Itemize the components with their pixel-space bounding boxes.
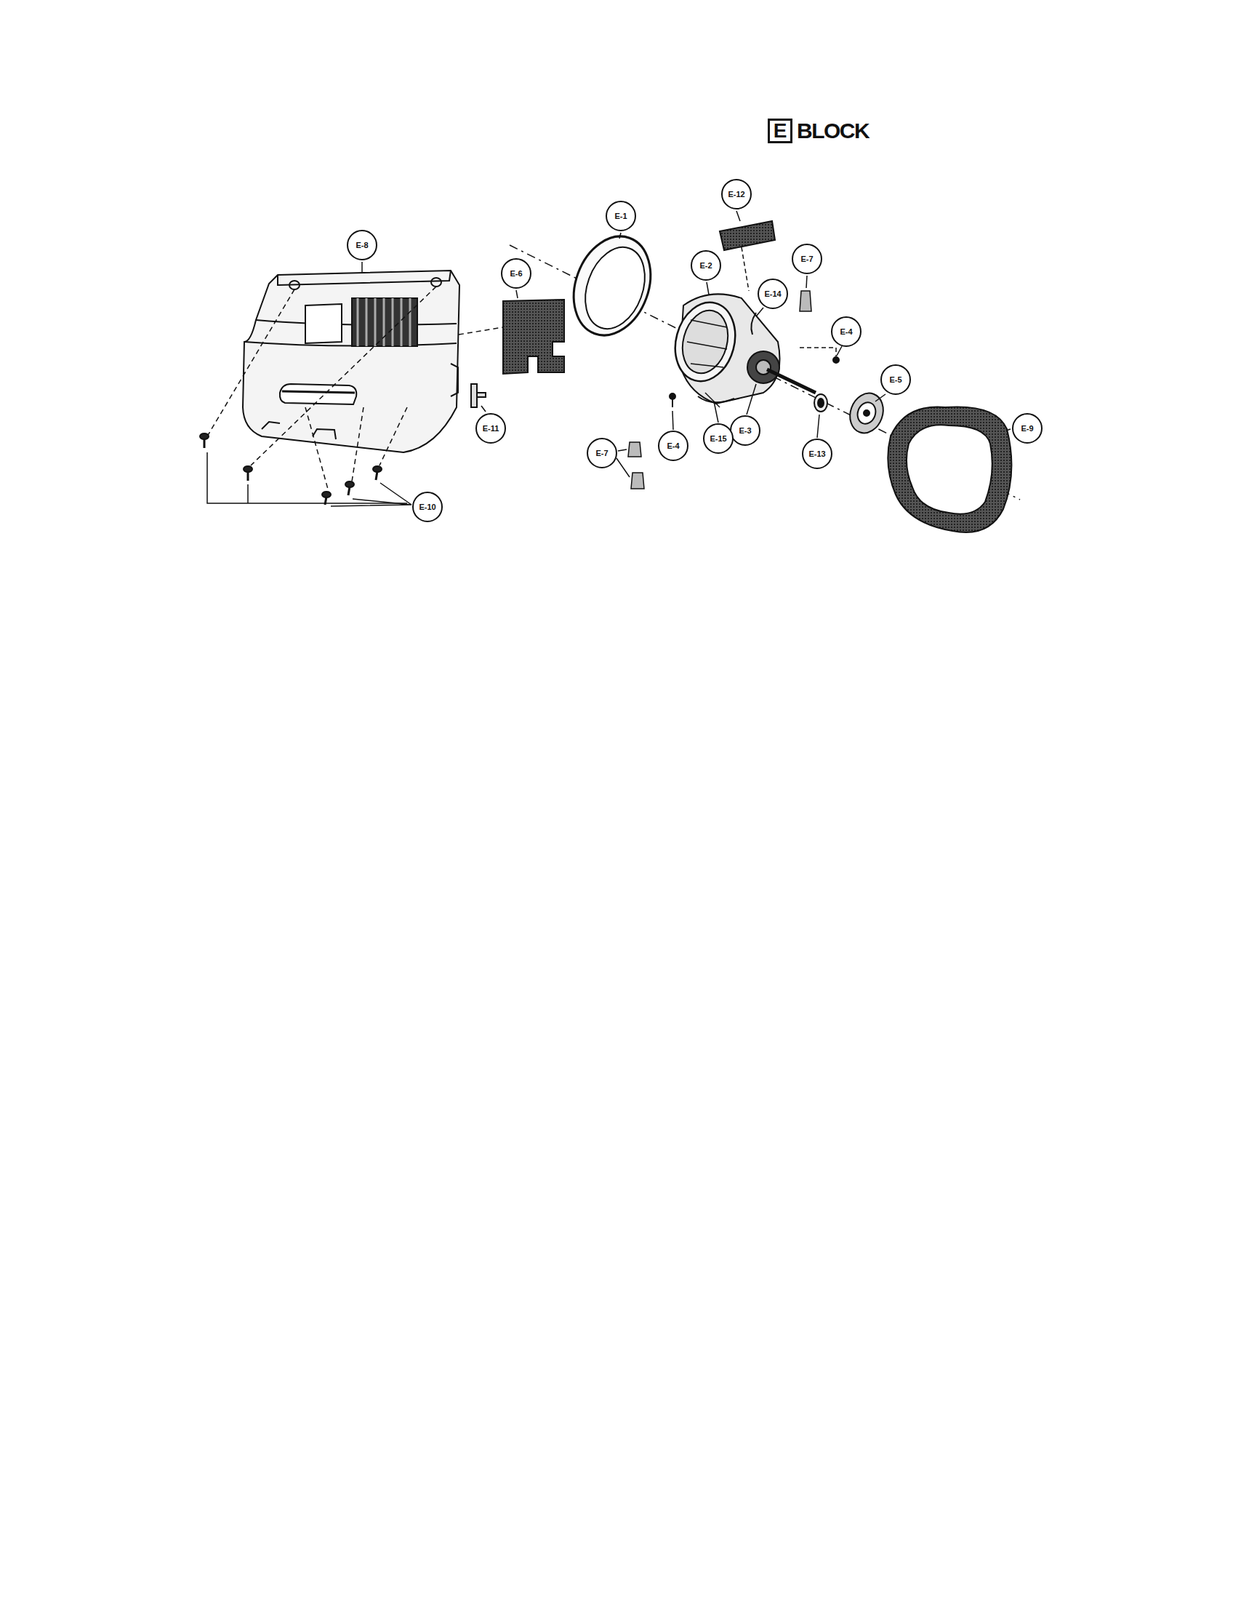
letter-box: E	[767, 118, 793, 144]
callout-number: E-15	[703, 423, 734, 454]
callout-number: E-11	[475, 412, 506, 444]
callout-number: E-7	[791, 243, 823, 275]
callout-number: E-4	[657, 430, 689, 461]
callout-number: E-14	[757, 278, 789, 309]
callout-number: E-2	[690, 250, 722, 281]
callout-number: E-9	[1011, 412, 1043, 444]
callout-number: E-10	[412, 491, 443, 522]
callout-number: E-8	[346, 229, 378, 261]
callout-number: E-7	[586, 437, 618, 469]
callout-number: E-12	[721, 178, 752, 210]
callout-number: E-13	[801, 438, 833, 469]
block-title: BLOCK	[796, 119, 869, 142]
callout-number: E-5	[880, 364, 911, 395]
callout-number: E-3	[729, 415, 761, 446]
box-letter: E	[773, 120, 788, 142]
callout-number: E-1	[605, 200, 637, 232]
callout-number: E-6	[500, 258, 532, 289]
callout-number: E-4	[830, 316, 862, 347]
